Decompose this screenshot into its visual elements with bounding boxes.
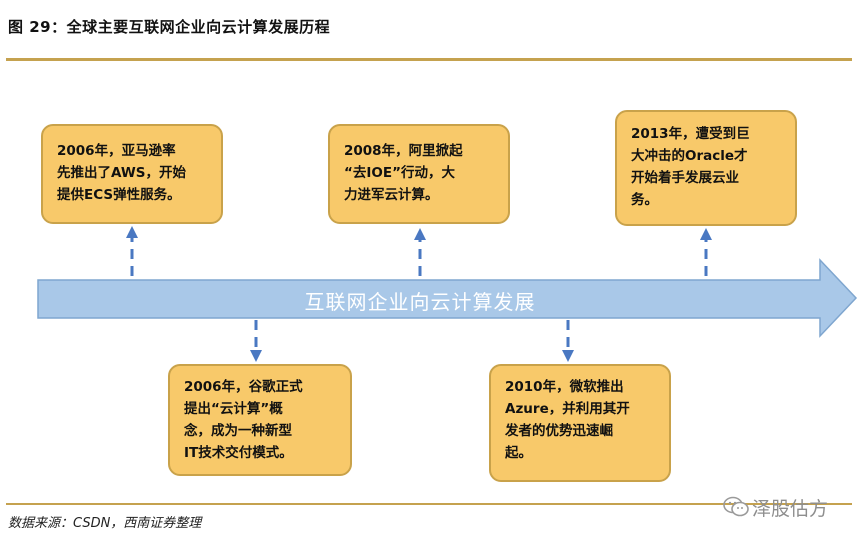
event-line: 先推出了AWS，开始 [57, 165, 186, 181]
figure-title: 图 29：全球主要互联网企业向云计算发展历程 [8, 18, 331, 36]
bottom-divider [6, 503, 852, 505]
event-line: 2006年，谷歌正式 [184, 379, 303, 395]
event-line: 2006年，亚马逊率 [57, 143, 176, 159]
connector-2013-oracle [700, 228, 712, 276]
source-note: 数据来源：CSDN，西南证券整理 [8, 516, 202, 531]
watermark-text: 泽股估方 [752, 498, 829, 520]
event-line: 开始着手发展云业 [631, 170, 739, 186]
event-line: 起。 [505, 445, 532, 461]
event-box-2006-google: 2006年，谷歌正式 提出“云计算”概 念，成为一种新型 IT技术交付模式。 [168, 364, 352, 476]
connector-2006-aws [126, 226, 138, 276]
timeline-arrow [37, 258, 858, 338]
event-line: 提供ECS弹性服务。 [57, 187, 181, 203]
connector-2010-microsoft [562, 320, 574, 362]
event-line: 提出“云计算”概 [184, 401, 283, 417]
event-box-2006-aws: 2006年，亚马逊率 先推出了AWS，开始 提供ECS弹性服务。 [41, 124, 223, 224]
event-box-2010-microsoft: 2010年，微软推出 Azure，并利用其开 发者的优势迅速崛 起。 [489, 364, 671, 482]
event-line: 念，成为一种新型 [184, 423, 292, 439]
event-box-2008-alibaba: 2008年，阿里掀起 “去IOE”行动，大 力进军云计算。 [328, 124, 510, 224]
event-line: 2010年，微软推出 [505, 379, 624, 395]
connector-2006-google [250, 320, 262, 362]
event-line: 大冲击的Oracle才 [631, 148, 748, 164]
event-line: “去IOE”行动，大 [344, 165, 455, 181]
wechat-icon [723, 496, 749, 517]
event-line: 2008年，阿里掀起 [344, 143, 463, 159]
event-box-2013-oracle: 2013年，遭受到巨 大冲击的Oracle才 开始着手发展云业 务。 [615, 110, 797, 226]
event-line: 务。 [631, 192, 658, 208]
event-line: IT技术交付模式。 [184, 445, 293, 461]
top-divider [6, 58, 852, 61]
event-line: Azure，并利用其开 [505, 401, 630, 417]
connector-2008-alibaba [414, 228, 426, 276]
arrow-label: 互联网企业向云计算发展 [304, 290, 536, 314]
event-line: 发者的优势迅速崛 [505, 423, 613, 439]
event-line: 力进军云计算。 [344, 187, 439, 203]
event-line: 2013年，遭受到巨 [631, 126, 750, 142]
